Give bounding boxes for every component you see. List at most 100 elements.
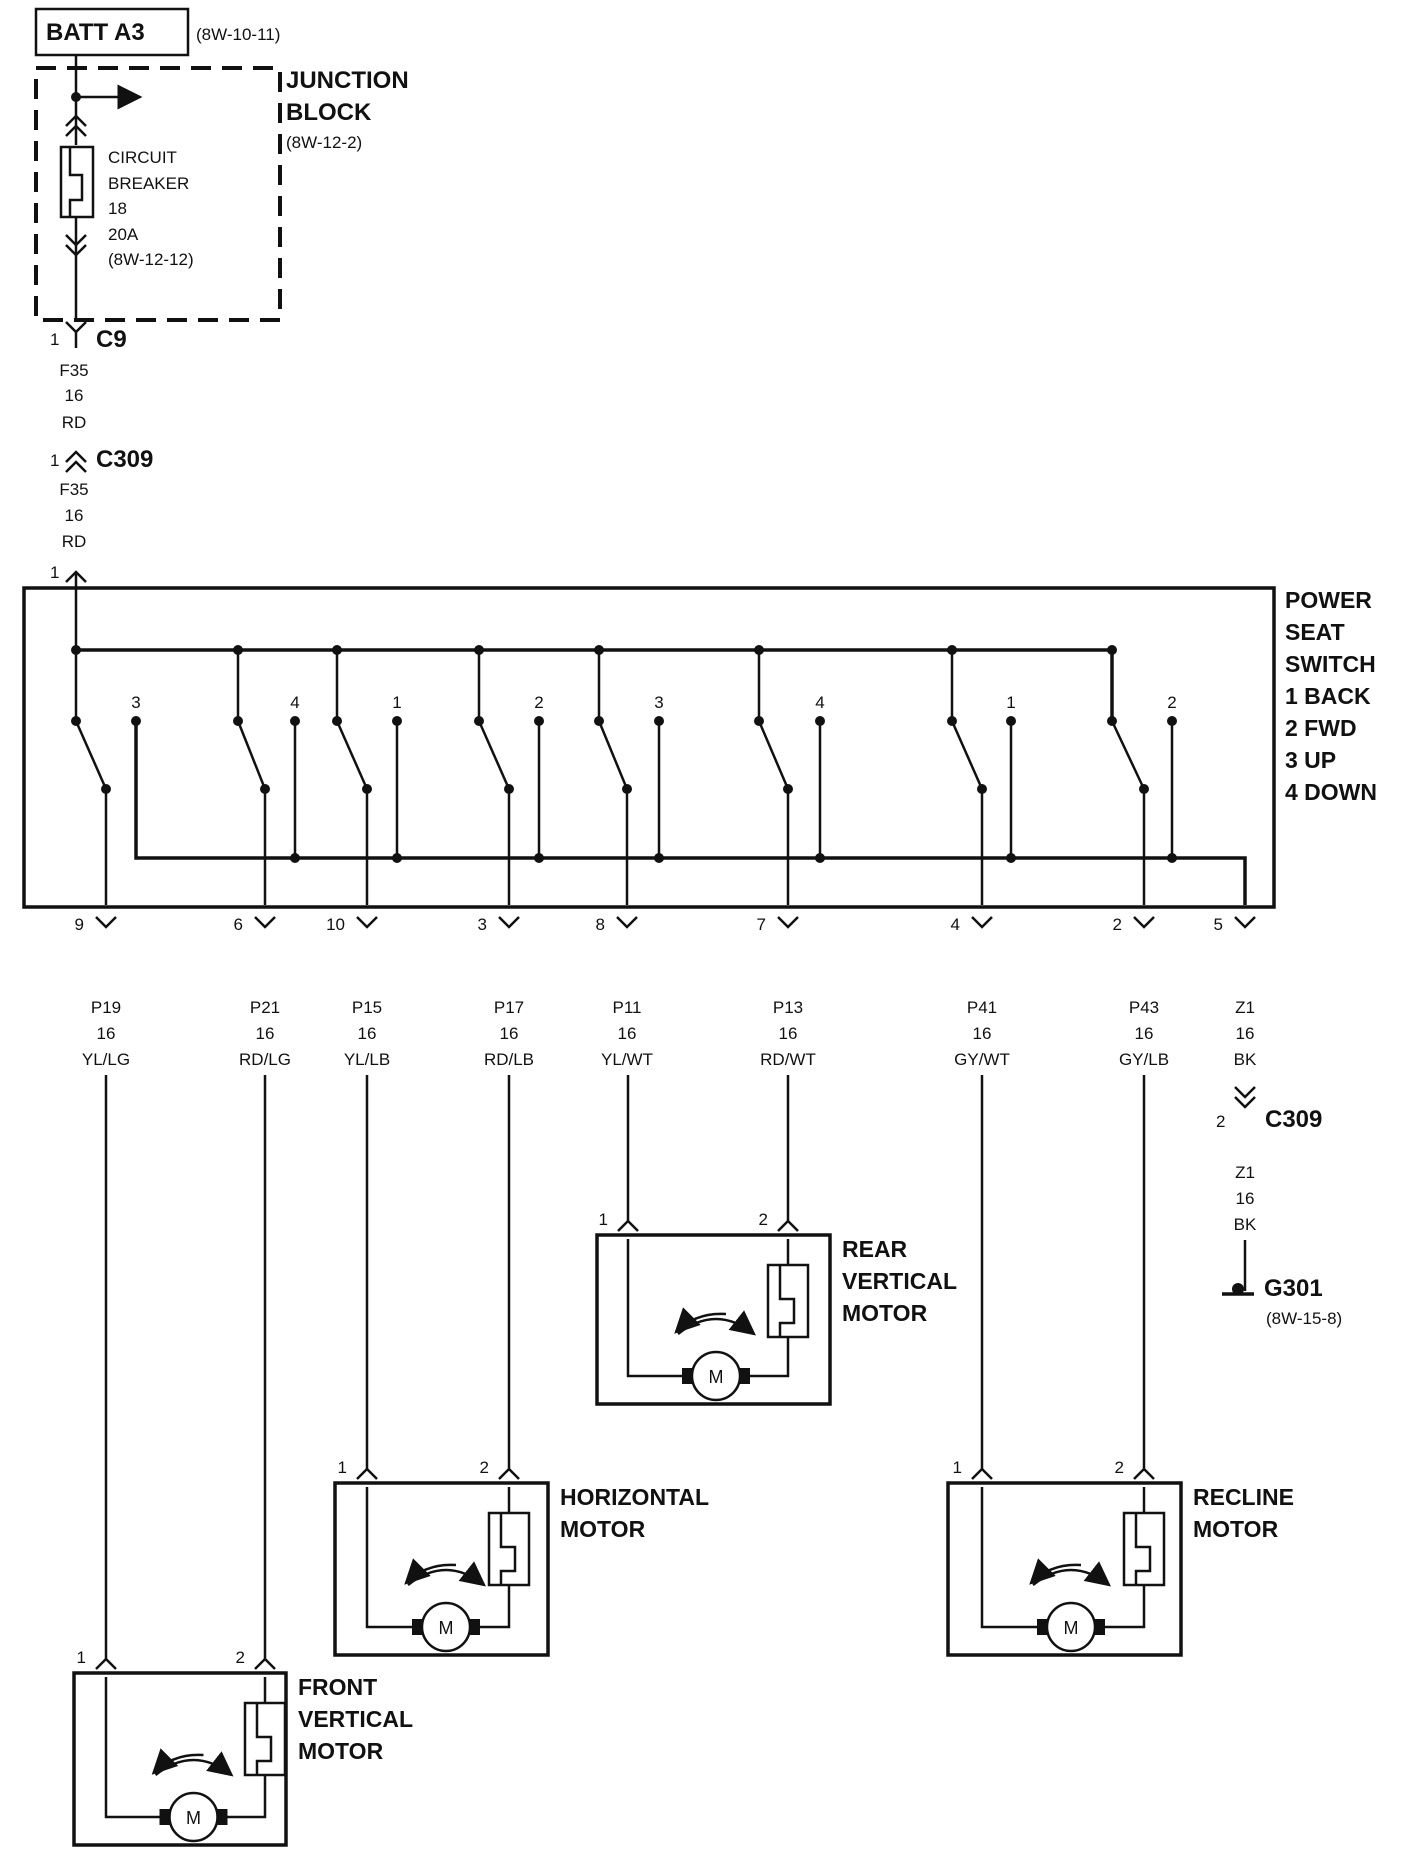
breaker-line-5: (8W-12-12) [108,250,194,269]
pss-title-3: SWITCH [1285,651,1376,677]
output-pin: 6 [234,915,243,934]
motor-symbol-label: M [186,1808,201,1828]
ground-wire-circuit: Z1 [1235,1163,1255,1182]
c309-top-connector [65,450,87,473]
c309-top-pin: 1 [50,451,59,470]
f35-b-gauge: 16 [65,506,84,525]
wire-gauge: 16 [973,1024,992,1043]
junction-block-outline [34,66,282,322]
output-connector [1234,916,1256,929]
breaker-line-3: 18 [108,199,127,218]
motor-symbol [168,1791,219,1843]
motor-brush-left [682,1368,692,1384]
wire-gauge: 16 [500,1024,519,1043]
motor-symbol-label: M [1064,1618,1079,1638]
switch-unit: 1 [332,645,402,905]
contact-label: 3 [654,693,663,712]
wire-gauge: 16 [618,1024,637,1043]
thermal-breaker-element [255,1703,273,1775]
wire-color: YL/LG [82,1050,130,1069]
motor-brush-right [470,1619,480,1635]
motor-connector-1 [356,1467,378,1480]
output-connector [1133,916,1155,929]
output-pin: 9 [75,915,84,934]
contact-label: 1 [1006,693,1015,712]
motor-title-line: REAR [842,1236,908,1262]
breaker-line-1: CIRCUIT [108,148,177,167]
motor-title-line: VERTICAL [298,1706,413,1732]
motor-symbol [420,1601,472,1653]
motor-internal-right [748,1337,790,1378]
f35-b-color: RD [62,532,87,551]
wire-color: GY/LB [1119,1050,1169,1069]
f35-a-color: RD [62,413,87,432]
wire-circuit: P43 [1129,998,1159,1017]
wire-gauge: 16 [779,1024,798,1043]
output-pin: 3 [478,915,487,934]
motor-pin-1: 1 [77,1648,86,1667]
output-pin: 10 [326,915,345,934]
breaker-element [68,147,84,217]
motor-symbol-label: M [709,1367,724,1387]
switch-unit: 4 [754,645,825,905]
motor-internal-right [478,1585,511,1629]
wire-gauge: 16 [1135,1024,1154,1043]
motor-pin-1: 1 [338,1458,347,1477]
rotation-arrow-left [151,1748,204,1775]
thermal-breaker-symbol [1122,1511,1166,1587]
switch-input-pin: 1 [50,563,59,582]
motor-title-line: MOTOR [842,1300,928,1326]
batt-box [34,7,190,57]
ground-name: G301 [1264,1275,1323,1302]
motor-connector-1 [95,1657,117,1670]
motor-title-line: HORIZONTAL [560,1484,709,1510]
motor-title-line: MOTOR [1193,1516,1279,1542]
junction-title-2: BLOCK [286,99,372,126]
motor-internal-left [626,1239,684,1378]
switch-blade [597,720,629,790]
motor-connector-2 [1133,1467,1155,1480]
pss-title-6: 3 UP [1285,747,1336,773]
bottom-bus-node [290,853,300,863]
switch-outputs: 9P1916YL/LG6P2116RD/LG10P1516YL/LB3P1716… [75,915,1257,1069]
switch-unit: 2 [474,645,544,905]
motor-pin-1: 1 [599,1210,608,1229]
motor-brush-right [1095,1619,1105,1635]
f35-a-gauge: 16 [65,386,84,405]
motor-symbol [690,1350,742,1402]
contact-label: 2 [1167,693,1176,712]
motor-housing [333,1481,550,1657]
motor-symbol [1045,1601,1097,1653]
pss-title-5: 2 FWD [1285,715,1357,741]
wire-circuit: P21 [250,998,280,1017]
wire-color: RD/LB [484,1050,534,1069]
breaker-line-4: 20A [108,225,139,244]
power-seat-switch-box [22,586,1276,909]
motor-internal-right [225,1775,267,1819]
output-connector [95,916,117,929]
output-connector [254,916,276,929]
contact-label: 2 [534,693,543,712]
motor-brush-left [159,1809,170,1825]
thermal-breaker-element [499,1513,517,1585]
motor-connector-1 [971,1467,993,1480]
motor-connector-2 [498,1467,520,1480]
switch-blade [1110,720,1146,790]
motor-internal-left [365,1487,414,1629]
motor-housing [595,1233,832,1406]
c309-bottom-connector [1234,1086,1256,1109]
wire-color: BK [1234,1050,1257,1069]
output-pin: 7 [757,915,766,934]
ground-wire-gauge: 16 [1236,1189,1255,1208]
wire-color: GY/WT [954,1050,1010,1069]
motor-internal-right [1103,1585,1146,1629]
output-connector [971,916,993,929]
ground-symbol-dot [1232,1283,1244,1295]
